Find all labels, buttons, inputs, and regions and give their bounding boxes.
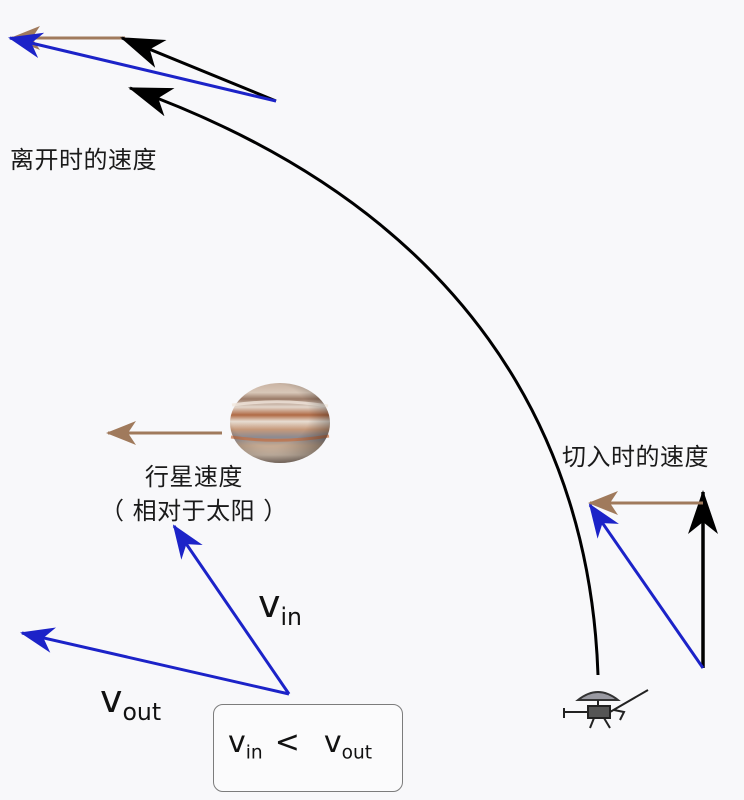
v-in-symbol: v [258, 582, 281, 626]
cmp-v-out-symbol: v [323, 725, 342, 760]
v-in-subscript: in [280, 603, 302, 632]
jupiter-icon [230, 383, 330, 463]
cmp-v-in-subscript: in [245, 742, 263, 764]
planet-velocity-label-line1: 行星速度 [144, 463, 243, 491]
entry-vector-triangle [588, 490, 718, 669]
cmp-operator: < [274, 725, 300, 760]
v-in-label: vin [258, 582, 302, 631]
cmp-v-in-symbol: v [228, 725, 246, 760]
departure-spacecraft-velocity-arrow [120, 36, 277, 103]
v-out-arrow [20, 627, 290, 696]
velocity-comparison-vectors [20, 524, 291, 696]
planet-velocity-label: 行星速度 （ 相对于太阳 ） [100, 460, 288, 528]
departure-resultant-velocity-arrow [8, 32, 277, 103]
cmp-v-out-subscript: out [341, 742, 373, 764]
space-probe-icon [563, 689, 649, 729]
departure-velocity-label: 离开时的速度 [10, 146, 157, 174]
entry-resultant-velocity-arrow [588, 503, 705, 669]
v-out-symbol: v [100, 677, 123, 721]
v-out-subscript: out [122, 698, 162, 727]
departure-vector-triangle [8, 26, 277, 103]
v-in-arrow [172, 524, 291, 695]
spacecraft-trajectory [128, 86, 600, 676]
velocity-comparison-formula: vin<vout [228, 725, 372, 764]
velocity-comparison-box: vin<vout [213, 704, 403, 792]
v-out-label: vout [100, 677, 161, 726]
entry-velocity-label: 切入时的速度 [562, 443, 709, 471]
planet-velocity-label-line2: （ 相对于太阳 ） [100, 497, 288, 525]
